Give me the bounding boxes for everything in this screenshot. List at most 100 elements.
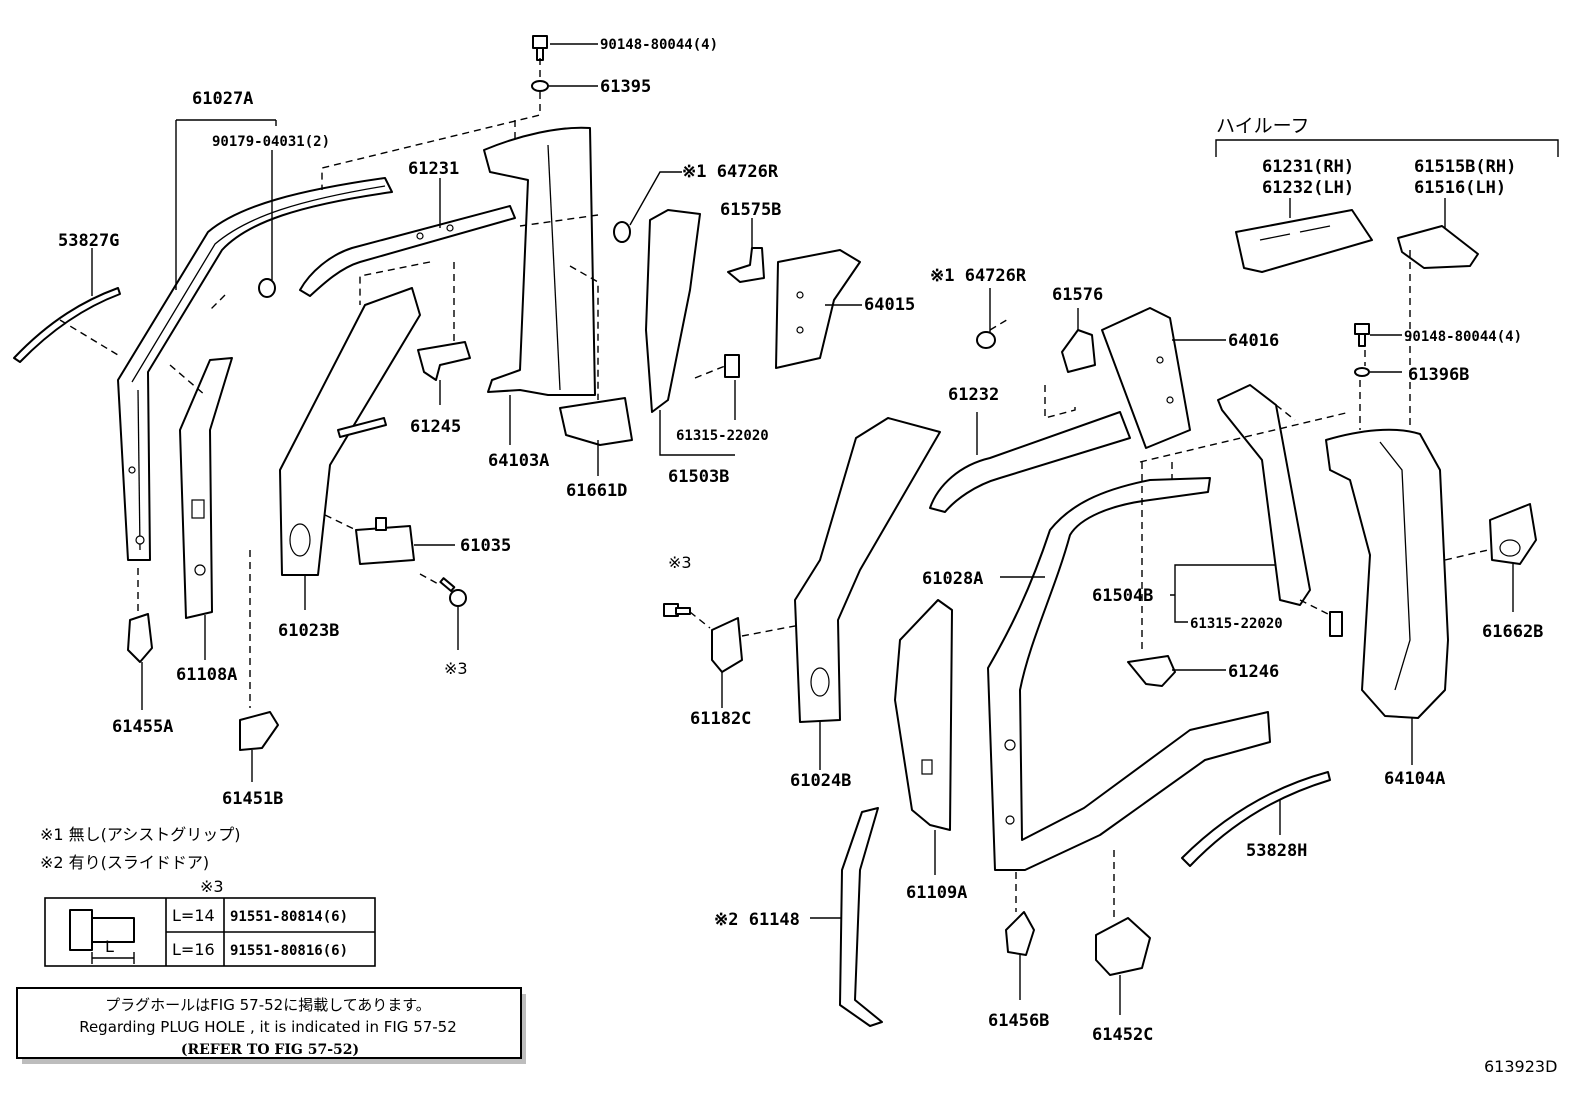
label-64726R-a: ※1 64726R: [682, 162, 779, 182]
label-61395: 61395: [600, 77, 651, 97]
label-61232-lh: 61232(LH): [1262, 178, 1354, 198]
pillar-61108A: [179, 357, 233, 619]
label-61023B: 61023B: [278, 621, 339, 641]
label-53828H: 53828H: [1246, 841, 1307, 861]
label-53827G: 53827G: [58, 231, 119, 251]
label-61108A: 61108A: [176, 665, 237, 685]
clip-icon: [258, 278, 276, 298]
table-dim-label: L: [105, 937, 114, 956]
hinge-61035: [355, 525, 415, 565]
bracket-61515B-61516: [1397, 225, 1479, 269]
panel-64016: [1101, 307, 1191, 449]
bracket-61182C: [711, 617, 743, 673]
label-61576: 61576: [1052, 285, 1103, 305]
label-mark3-b: ※3: [668, 553, 692, 572]
leader-lines: [91, 43, 1559, 1015]
label-64016: 64016: [1228, 331, 1279, 351]
label-61315-b: 61315-22020: [1190, 616, 1283, 632]
bolt-table: ※3 L L=14 91551-80814(6) L=16 91551-8081…: [44, 877, 376, 967]
label-61452C: 61452C: [1092, 1025, 1153, 1045]
table-part-1: 91551-80814(6): [230, 909, 348, 925]
label-61231-rh: 61231(RH): [1262, 157, 1354, 177]
pillar-61504B: [1217, 384, 1311, 606]
label-90179: 90179-04031(2): [212, 134, 330, 150]
table-mark: ※3: [200, 877, 224, 896]
label-61035: 61035: [460, 536, 511, 556]
label-bolt-90148-right: 90148-80044(4): [1404, 329, 1522, 345]
label-61027A: 61027A: [192, 89, 253, 109]
table-part-2: 91551-80816(6): [230, 943, 348, 959]
weatherstrip-53827G: [13, 287, 121, 363]
bracket-61575B: [727, 247, 765, 283]
rail-61232: [929, 411, 1131, 513]
cap-icon: [613, 221, 631, 243]
plug-hole-note: プラグホールはFIG 57-52に掲載してあります。 Regarding PLU…: [16, 987, 526, 1064]
pillar-61027A: [117, 177, 393, 561]
label-61245: 61245: [410, 417, 461, 437]
bracket-61455A: [127, 613, 153, 663]
cap-icon: [976, 331, 996, 349]
label-64103A: 64103A: [488, 451, 549, 471]
bracket-61451B: [239, 711, 279, 751]
label-61315-a: 61315-22020: [676, 428, 769, 444]
label-61515B: 61515B(RH): [1414, 157, 1516, 177]
label-61662B: 61662B: [1482, 622, 1543, 642]
label-61661D: 61661D: [566, 481, 627, 501]
label-61504B: 61504B: [1092, 586, 1153, 606]
bolt-icon: [663, 603, 691, 617]
bracket-61246: [1127, 655, 1176, 687]
label-64104A: 64104A: [1384, 769, 1445, 789]
figure-id: 613923D: [1484, 1057, 1557, 1076]
bracket-61456B: [1005, 911, 1035, 956]
bracket-61576: [1061, 329, 1096, 373]
note-1: ※1 無し(アシストグリップ): [40, 825, 241, 844]
plug-hole-note-en: Regarding PLUG HOLE , it is indicated in…: [79, 1018, 457, 1036]
label-61451B: 61451B: [222, 789, 283, 809]
plug-hole-note-jp: プラグホールはFIG 57-52に掲載してあります。: [105, 996, 431, 1014]
pillar-61028A: [987, 477, 1271, 871]
label-61516: 61516(LH): [1414, 178, 1506, 198]
label-61028A: 61028A: [922, 569, 983, 589]
label-highroof: ハイルーフ: [1216, 115, 1309, 137]
panel-61503B: [645, 209, 701, 413]
nut-icon: [1354, 367, 1370, 377]
label-61396B: 61396B: [1408, 365, 1469, 385]
label-61109A: 61109A: [906, 883, 967, 903]
nut-icon: [531, 80, 549, 92]
rail-61231-61232-highroof: [1235, 209, 1373, 273]
label-bolt-90148-top: 90148-80044(4): [600, 37, 718, 53]
bolt-icon: [1354, 323, 1370, 347]
bracket-61245: [417, 341, 471, 381]
label-61575B: 61575B: [720, 200, 781, 220]
label-64015: 64015: [864, 295, 915, 315]
weatherstrip-53828H: [1181, 771, 1331, 867]
pillar-61024B: [794, 417, 941, 723]
label-mark3-a: ※3: [444, 659, 468, 678]
guide-lines: [59, 58, 1489, 920]
label-61456B: 61456B: [988, 1011, 1049, 1031]
rail-61231: [299, 205, 516, 297]
table-length-2: L=16: [172, 940, 215, 959]
label-61503B: 61503B: [668, 467, 729, 487]
bracket-61452C: [1095, 917, 1151, 976]
label-61246: 61246: [1228, 662, 1279, 682]
bolt-icon: [532, 35, 548, 61]
label-61024B: 61024B: [790, 771, 851, 791]
pillar-64104A: [1325, 428, 1449, 719]
pillar-64103A: [483, 126, 596, 396]
flange-bolt-icon: [69, 909, 135, 964]
trim-61148: [839, 807, 883, 1027]
label-61148: ※2 61148: [714, 910, 800, 930]
label-61232: 61232: [948, 385, 999, 405]
panel-61109A: [894, 599, 953, 831]
plug-hole-note-ref: (REFER TO FIG 57-52): [181, 1042, 359, 1058]
panel-64015: [775, 249, 861, 369]
note-2: ※2 有り(スライドドア): [40, 853, 209, 872]
table-length-1: L=14: [172, 906, 215, 925]
label-61182C: 61182C: [690, 709, 751, 729]
label-61455A: 61455A: [112, 717, 173, 737]
bolt-icon: [439, 577, 467, 607]
label-61231: 61231: [408, 159, 459, 179]
label-64726R-b: ※1 64726R: [930, 266, 1027, 286]
